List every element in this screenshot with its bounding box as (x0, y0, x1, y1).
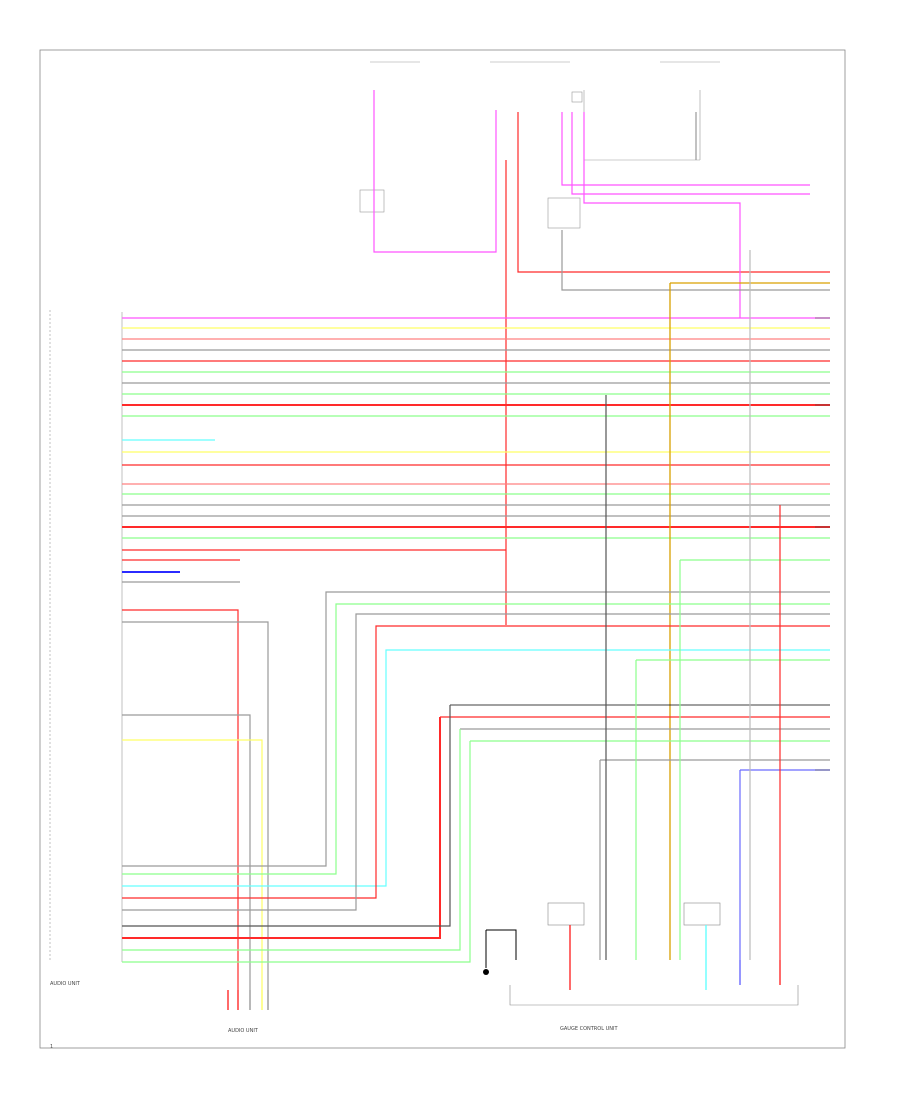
connector-ticks (815, 317, 830, 771)
page-number: 1 (50, 1044, 53, 1050)
bottom-right-unit-label: GAUGE CONTROL UNIT (560, 1026, 618, 1032)
wire-l-red-2 (122, 625, 830, 899)
connector-stubs (227, 925, 781, 1010)
wire-l-green-1 (122, 603, 830, 875)
wire-l-gray-3 (122, 591, 830, 867)
horizontal-wires (122, 283, 830, 960)
wire-l-green-3 (122, 741, 471, 963)
top-components (359, 61, 720, 229)
wire-top-pink-1 (373, 90, 497, 253)
page-frame (39, 49, 846, 1049)
lower-wires (122, 250, 830, 990)
wire-l-cyan (122, 649, 830, 887)
wire-l-gray-5 (122, 705, 451, 927)
wire-l-red-3 (122, 717, 441, 939)
wire-l-gray-4 (122, 613, 830, 911)
bottom-connector-label: AUDIO UNIT (228, 1028, 259, 1034)
left-unit-label: AUDIO UNIT (50, 981, 81, 987)
wire-top-gray-1 (561, 230, 830, 291)
wire-top-pink-2 (561, 112, 810, 186)
wire-l-gray-1 (122, 621, 269, 990)
wire-l-gray-2 (122, 714, 251, 990)
wire-l-red-1 (122, 609, 239, 990)
wire-l-yellow (122, 739, 263, 990)
bottom-units (483, 902, 799, 1006)
wire-l-green-2 (122, 729, 461, 951)
wire-top-red-1 (517, 112, 830, 273)
left-unit (49, 310, 123, 962)
top-wires (373, 90, 830, 625)
wire-r-black (486, 929, 517, 960)
wire-top-pink-3 (571, 112, 810, 195)
wire-top-pink-4 (583, 112, 741, 318)
